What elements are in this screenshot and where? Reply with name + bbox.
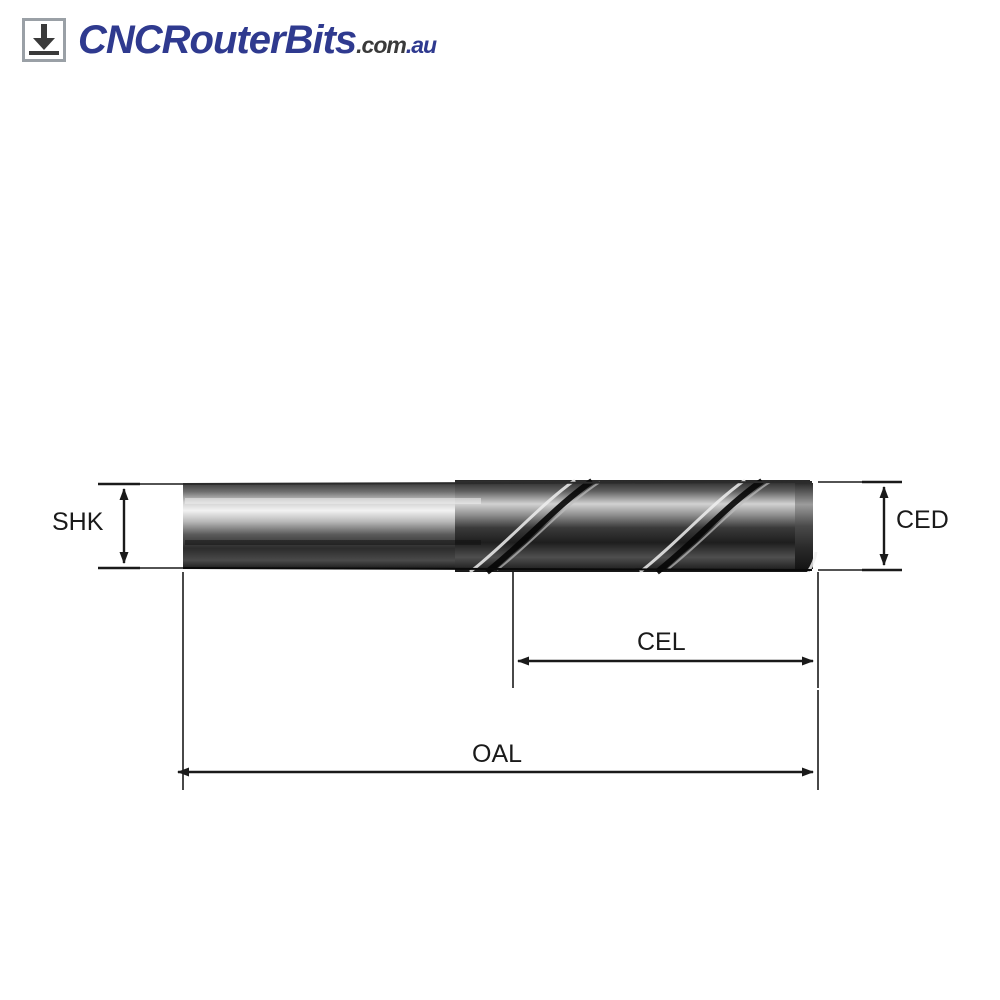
dimension-cel: [512, 572, 819, 688]
dimension-ced: [818, 480, 902, 572]
flute-groove-shadows: [485, 478, 764, 575]
tool-bottom-edge: [182, 567, 813, 571]
logo-wordmark: CNCRouterBits.com.au: [78, 18, 437, 67]
shank-highlight: [185, 498, 481, 504]
logo-bit-shank: [41, 24, 47, 40]
tool-body: [182, 478, 818, 575]
tool-tip: [795, 483, 813, 569]
logo-bit-head: [33, 38, 55, 50]
tool-shank: [183, 483, 483, 569]
site-logo: CNCRouterBits.com.au: [22, 18, 437, 74]
label-oal: OAL: [472, 740, 523, 768]
shank-shadow: [185, 540, 481, 545]
dimension-shk: [98, 482, 183, 570]
tool-top-edge: [182, 481, 813, 485]
label-cel: CEL: [637, 628, 686, 656]
logo-bit-base: [29, 51, 59, 55]
logo-text-bits: Bits: [284, 18, 358, 62]
router-bit-logo-icon: [22, 18, 70, 66]
logo-text-dotcom: .com: [356, 32, 407, 58]
flute-highlight-lines: [496, 481, 771, 571]
tool-cutting-section: [455, 480, 810, 572]
label-ced: CED: [896, 506, 949, 534]
logo-text-router: Router: [161, 18, 286, 62]
dimension-oal: [177, 572, 819, 790]
label-shk: SHK: [52, 508, 104, 536]
logo-text-cnc: CNC: [78, 18, 163, 62]
logo-text-au: .au: [405, 32, 437, 58]
